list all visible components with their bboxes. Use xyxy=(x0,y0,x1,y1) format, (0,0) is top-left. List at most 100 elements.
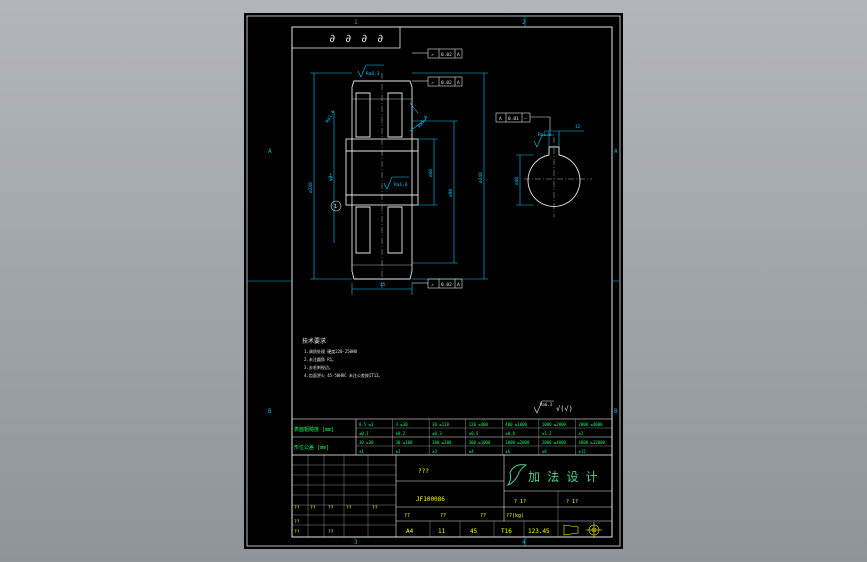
note-line-2: 2.未注圆角 R1。 xyxy=(304,356,336,362)
material: 45 xyxy=(470,528,478,535)
tol-cell-row1_top-2: 30 ≤120 xyxy=(432,422,449,427)
fcf-second-value: 0.02 xyxy=(441,80,452,86)
note-line-1: 1.调质处理 硬度220-250HB xyxy=(304,348,357,354)
technical-notes: 技术要求 1.调质处理 硬度220-250HB 2.未注圆角 R1。 3.去毛刺… xyxy=(302,337,383,378)
tol-cell-row2_top-4: 1000 ≤2000 xyxy=(505,440,530,445)
projection-symbol-icon xyxy=(563,522,602,538)
dim-outer-diameter: ø248 xyxy=(308,182,314,193)
fcf-second-frame xyxy=(427,76,463,87)
dim-keyway-width: 12 xyxy=(575,124,581,130)
tol-cell-row1_top-3: 120 ≤400 xyxy=(469,422,489,427)
tol-cell-row2_bot-5: ±8 xyxy=(542,449,547,454)
dim-width-bottom: 45 xyxy=(380,282,386,288)
mid-field-3: ?? xyxy=(480,513,486,519)
tol-cell-row1_bot-3: ±0.5 xyxy=(469,431,479,436)
dimension-lines xyxy=(310,72,488,295)
ra-section-label: Ra1.6 xyxy=(538,132,552,138)
dim-hub: ø90 xyxy=(448,189,454,197)
zone-number-4: 4 xyxy=(522,539,526,546)
tol-cell-row1_bot-2: ±0.3 xyxy=(432,431,442,436)
tolerance-table: 表面粗糙度 [mm] 形位公差 [mm] 0.5 ≤3 3 ≤30 30 ≤120 1… xyxy=(291,418,613,456)
item-balloon xyxy=(330,200,342,212)
sig-row-1-a: ?? xyxy=(294,505,300,511)
sheet-background xyxy=(244,13,623,549)
tol-cell-row2_top-3: 300 ≤1000 xyxy=(469,440,491,445)
dim-tooth-mark: φβ∗ xyxy=(328,173,334,181)
sheet-count-a: ? 1? xyxy=(514,499,526,505)
weight-value: 123.45 xyxy=(528,528,550,535)
tol-cell-row2_bot-4: ±6 xyxy=(505,449,510,454)
tol-cell-row1_top-4: 400 ≤1000 xyxy=(505,422,527,427)
roughness-symbol-3: ∂ xyxy=(361,32,368,45)
ra-mid-label: Ra1.6 xyxy=(394,182,408,188)
fcf-bottom-value: 0.02 xyxy=(441,282,452,288)
roughness-spec: √(√) xyxy=(556,405,573,413)
tol-cell-row2_top-5: 2000 ≤4000 xyxy=(542,440,567,445)
roughness-symbol-1: ∂ xyxy=(329,32,336,45)
zone-letter-b: B xyxy=(268,408,272,415)
tol-cell-row1_bot-0: ±0.1 xyxy=(359,431,369,436)
fcf-second-symbol: ↗ xyxy=(431,81,434,86)
fcf-keyway-datum: A xyxy=(499,116,502,122)
fcf-top-datum: A xyxy=(457,52,460,58)
ra-top-symbol xyxy=(357,64,384,78)
tol-cell-row1_top-1: 3 ≤30 xyxy=(396,422,409,427)
fcf-keyway-value: 0.01 xyxy=(508,116,519,122)
weight-label: ??(kg) xyxy=(506,513,524,519)
notes-title: 技术要求 xyxy=(302,337,326,345)
sig-row-3-a: ?? xyxy=(294,529,300,535)
ra-mid-symbol xyxy=(383,176,409,190)
tol-cell-row1_top-5: 1000 ≤2000 xyxy=(542,422,567,427)
quantity: 11 xyxy=(438,528,446,535)
tol-cell-row1_bot-4: ±0.8 xyxy=(505,431,515,436)
tol-cell-row1_bot-6: ±2 xyxy=(578,431,583,436)
sig-row-1-e: ?? xyxy=(372,505,378,511)
fcf-bottom-frame xyxy=(427,278,463,289)
zone-number-3: 3 xyxy=(354,539,358,546)
fcf-top-frame xyxy=(427,48,463,59)
drawing-sheet: A B A B 1 2 3 4 ∂ ∂ ∂ ∂ xyxy=(244,13,623,549)
zone-letter-a-right: A xyxy=(614,148,618,155)
brand-logo-icon xyxy=(506,464,528,486)
zone-number-2: 2 xyxy=(522,19,526,26)
ra-spec-label: Ra6.3 xyxy=(540,402,553,407)
fcf-keyway-frame xyxy=(495,112,531,123)
roughness-symbol-2: ∂ xyxy=(345,32,352,45)
sig-row-3-b: ?? xyxy=(328,529,334,535)
dim-bore: ø40 xyxy=(428,169,434,177)
tol-cell-row1_top-6: 2000 ≤4000 xyxy=(578,422,603,427)
sig-row-1-b: ?? xyxy=(310,505,316,511)
tol-cell-row2_top-1: 30 ≤100 xyxy=(396,440,413,445)
ra-top-label: Ra6.3 xyxy=(366,71,380,77)
paper-size: A4 xyxy=(406,528,414,535)
mid-field-2: ?? xyxy=(440,513,446,519)
tol-cell-row1_top-0: 0.5 ≤3 xyxy=(359,422,374,427)
tol-row1-label: 表面粗糙度 [mm] xyxy=(294,426,334,433)
fcf-keyway-symbol: — xyxy=(524,117,527,122)
zone-ticks xyxy=(247,16,620,546)
sig-row-1-c: ?? xyxy=(328,505,334,511)
tol-cell-row2_top-6: 4000 ≤12000 xyxy=(578,440,605,445)
roughness-symbol-4: ∂ xyxy=(377,32,384,45)
tol-row2-label: 形位公差 [mm] xyxy=(294,444,329,451)
fcf-top-symbol: ↗ xyxy=(431,53,434,58)
tol-cell-row2_top-0: 30 ≤30 xyxy=(359,440,374,445)
scale-value: T16 xyxy=(501,528,512,535)
fcf-top-value: 0.02 xyxy=(441,52,452,58)
title-block: ??? JF100086 加 法 设 计 ? 1? ? 1? ?? ?? ?? … xyxy=(291,454,613,538)
zone-number-1: 1 xyxy=(354,19,358,26)
zone-letter-b-right: B xyxy=(614,408,618,415)
item-balloon-label: 1 xyxy=(334,204,337,210)
note-line-3: 3.去毛刺锐边。 xyxy=(304,364,333,370)
zone-letter-a: A xyxy=(268,148,272,155)
tol-cell-row2_bot-6: ±12 xyxy=(578,449,586,454)
fcf-bottom-datum: A xyxy=(457,282,460,288)
tol-cell-row1_bot-1: ±0.2 xyxy=(396,431,406,436)
tol-cell-row2_bot-0: ±1 xyxy=(359,449,364,454)
tol-cell-row1_bot-5: ±1.2 xyxy=(542,431,552,436)
brand-name: 加 法 设 计 xyxy=(528,470,598,484)
tol-cell-row2_bot-1: ±2 xyxy=(396,449,401,454)
mid-field-1: ?? xyxy=(404,513,410,519)
note-line-4: 4.齿面淠火 45-50HRC 未注公差按IT12。 xyxy=(304,372,383,378)
fcf-second-datum: A xyxy=(457,80,460,86)
